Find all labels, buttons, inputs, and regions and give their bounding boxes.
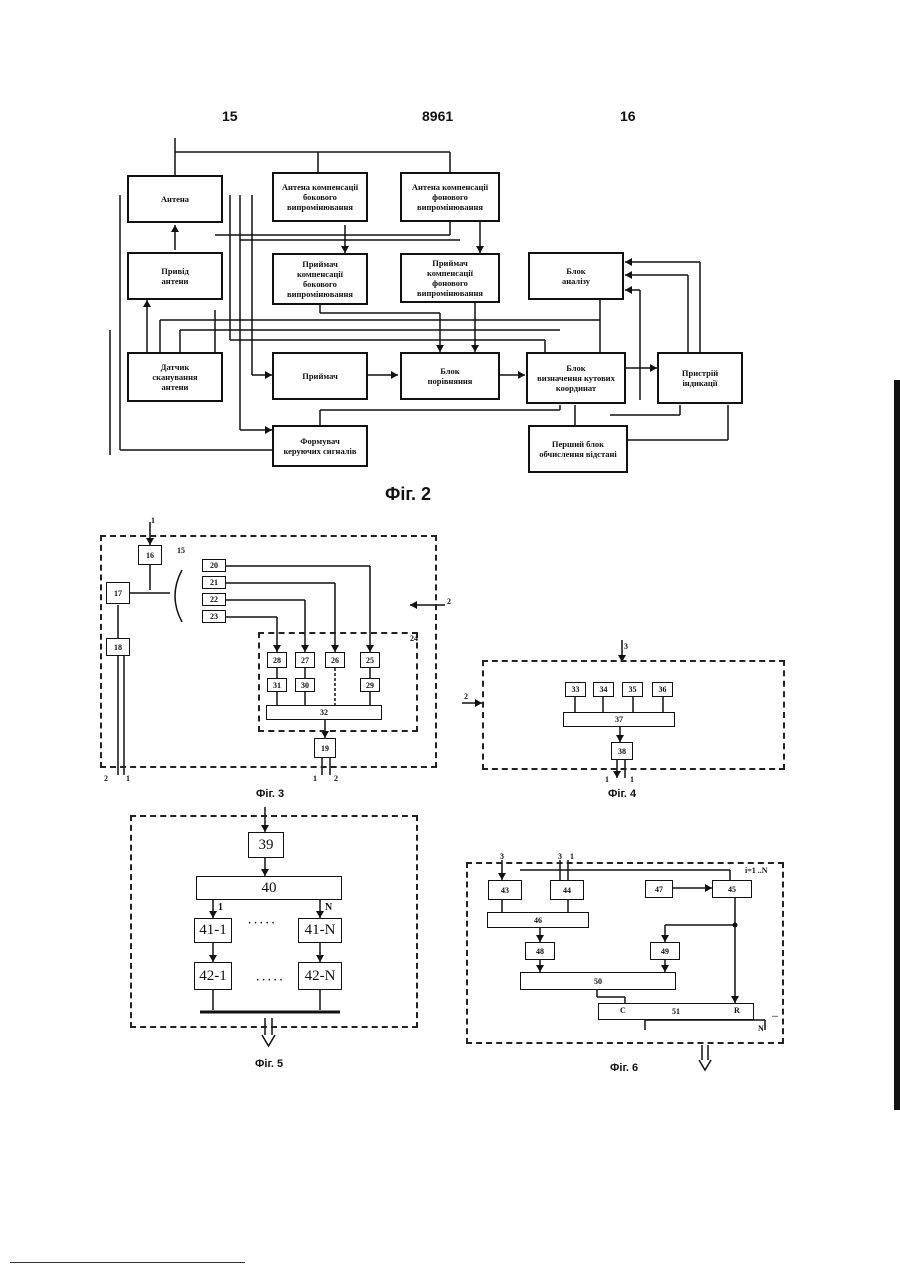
fig5-caption: Фіг. 5 — [255, 1058, 283, 1070]
fig4-caption: Фіг. 4 — [608, 788, 636, 800]
fig5-dots-bottom: · · · · · — [256, 975, 283, 986]
fig6-box-45: 45 — [712, 880, 752, 898]
fig6-n-label: N — [758, 1024, 764, 1033]
fig5-channel-1-label: 1 — [218, 902, 223, 913]
fig6-box-43: 43 — [488, 880, 522, 900]
side-compensation-antenna-block: Антена компенсації бокового випромінюван… — [272, 172, 368, 222]
fig3-out-left-label: 2 — [104, 774, 108, 783]
footer-rule — [10, 1262, 245, 1263]
fig6-c-label: C — [620, 1006, 626, 1015]
fig3-box-17: 17 — [106, 582, 130, 604]
fig5-box-42-n: 42-N — [298, 962, 342, 990]
fig4-box-35: 35 — [622, 682, 643, 697]
fig6-range-label: i=1 ..N — [745, 866, 768, 875]
fig5-box-42-1: 42-1 — [194, 962, 232, 990]
antenna-block: Антена — [127, 175, 223, 223]
scan-edge-bar — [894, 380, 900, 1110]
fig3-caption: Фіг. 3 — [256, 788, 284, 800]
scan-sensor-block: Датчик сканування антени — [127, 352, 223, 402]
fig3-group-label: 24 — [410, 634, 418, 643]
fig3-box-28: 28 — [267, 652, 287, 668]
fig5-box-41-1: 41-1 — [194, 918, 232, 943]
fig4-input-left-label: 2 — [464, 692, 468, 701]
fig6-dots-label: ... — [772, 1010, 778, 1019]
fig6-caption: Фіг. 6 — [610, 1062, 638, 1074]
fig3-box-29: 29 — [360, 678, 380, 692]
antenna-drive-block: Привід антени — [127, 252, 223, 300]
fig4-box-37: 37 — [563, 712, 675, 727]
fig6-box-50: 50 — [520, 972, 676, 990]
compare-block: Блок порівняння — [400, 352, 500, 400]
fig3-box-26: 26 — [325, 652, 345, 668]
fig3-mirror-label: 15 — [177, 546, 185, 555]
fig6-input-c-label: 1 — [570, 852, 574, 861]
fig3-box-16: 16 — [138, 545, 162, 565]
fig6-r-label: R — [734, 1006, 740, 1015]
background-compensation-antenna-block: Антена компенсації фонового випромінюван… — [400, 172, 500, 222]
fig3-out-bottom1-label: 1 — [313, 774, 317, 783]
background-compensation-receiver-block: Приймач компенсації фонового випромінюва… — [400, 253, 500, 303]
fig3-box-18: 18 — [106, 638, 130, 656]
fig3-input-label: 1 — [151, 516, 155, 525]
fig3-box-22: 22 — [202, 593, 226, 606]
fig6-box-44: 44 — [550, 880, 584, 900]
receiver-block: Приймач — [272, 352, 368, 400]
fig5-dots-top: · · · · · — [248, 918, 275, 929]
fig4-out-2-label: 1 — [630, 775, 634, 784]
fig6-box-46: 46 — [487, 912, 589, 928]
fig3-box-30: 30 — [295, 678, 315, 692]
fig3-box-19: 19 — [314, 738, 336, 758]
distance-block: Перший блок обчислення відстані — [528, 425, 628, 473]
control-signals-block: Формувач керуючих сигналів — [272, 425, 368, 467]
analysis-block: Блок аналізу — [528, 252, 624, 300]
fig4-input-top-label: 3 — [624, 642, 628, 651]
fig4-box-36: 36 — [652, 682, 673, 697]
fig6-box-47: 47 — [645, 880, 673, 898]
fig5-box-41-n: 41-N — [298, 918, 342, 943]
fig3-box-21: 21 — [202, 576, 226, 589]
fig4-box-34: 34 — [593, 682, 614, 697]
fig2-caption: Фіг. 2 — [385, 484, 431, 505]
fig3-right-input-label: 2 — [447, 597, 451, 606]
fig3-box-20: 20 — [202, 559, 226, 572]
fig3-box-25: 25 — [360, 652, 380, 668]
fig4-box-38: 38 — [611, 742, 633, 760]
fig3-box-23: 23 — [202, 610, 226, 623]
fig3-box-27: 27 — [295, 652, 315, 668]
fig4-box-33: 33 — [565, 682, 586, 697]
fig3-out-bottom2-label: 2 — [334, 774, 338, 783]
fig6-input-b-label: 3 — [558, 852, 562, 861]
side-compensation-receiver-block: Приймач компенсації бокового випромінюва… — [272, 253, 368, 305]
fig4-out-1-label: 1 — [605, 775, 609, 784]
display-device-block: Пристрій індикації — [657, 352, 743, 404]
fig5-channel-n-label: N — [325, 902, 332, 913]
fig6-box-48: 48 — [525, 942, 555, 960]
fig6-box-49: 49 — [650, 942, 680, 960]
fig3-box-32: 32 — [266, 705, 382, 720]
fig5-box-39: 39 — [248, 832, 284, 858]
fig6-input-a-label: 3 — [500, 852, 504, 861]
angle-coordinates-block: Блок визначення кутових координат — [526, 352, 626, 404]
fig3-box-31: 31 — [267, 678, 287, 692]
fig3-out-left2-label: 1 — [126, 774, 130, 783]
fig5-box-40: 40 — [196, 876, 342, 900]
